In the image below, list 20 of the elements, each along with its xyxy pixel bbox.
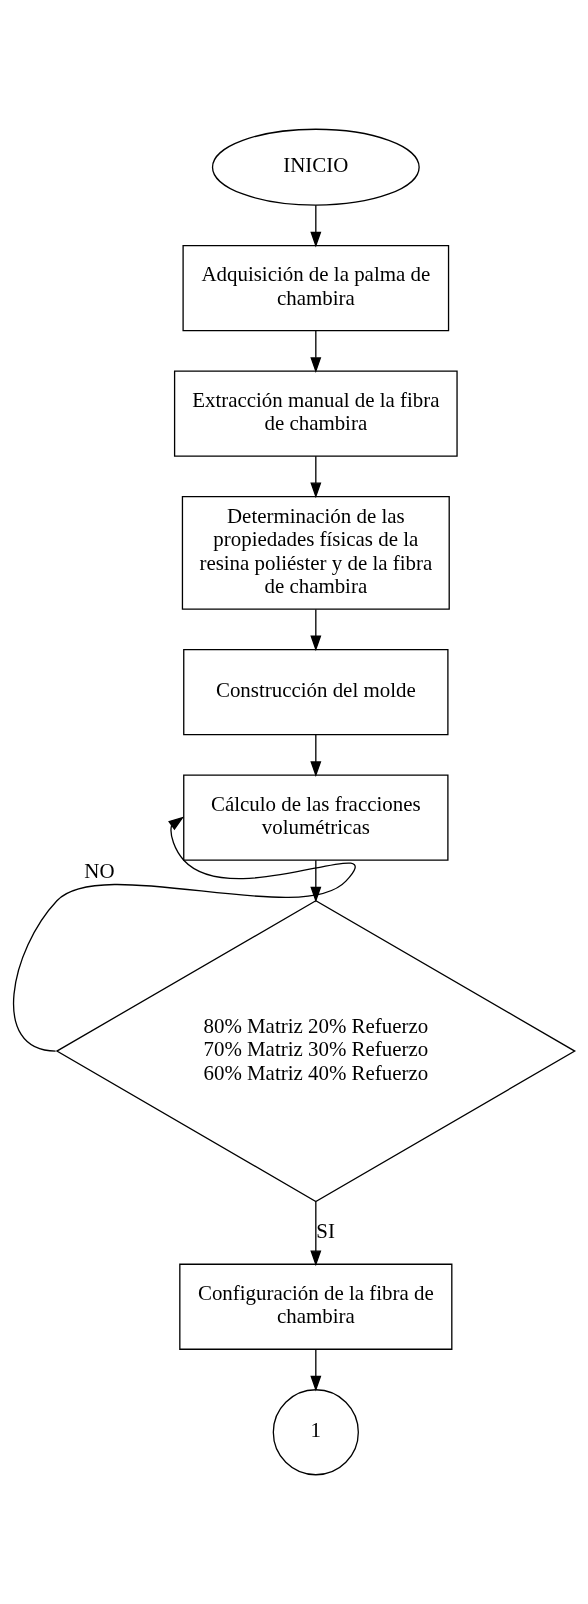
arrow [310, 859, 322, 903]
arrow [310, 204, 322, 248]
edge-label: NO [84, 858, 115, 883]
node-ellipse: INICIO [211, 128, 420, 206]
node-box: Construcción del molde [183, 649, 449, 736]
node-diamond: 80% Matriz 20% Refuerzo 70% Matriz 30% Refuerzo 60% Matriz 40% Refuerzo [55, 899, 577, 1203]
node-box: Cálculo de las fracciones volumétricas [183, 774, 449, 861]
arrow [310, 734, 322, 777]
node-box: Determinación de las propiedades físicas de la resina poliéster y de la fibra de chambira [181, 496, 450, 610]
node-box: Extracción manual de la fibra de chambira [173, 370, 458, 457]
node-circle: 1 [272, 1389, 359, 1476]
arrow [310, 1201, 322, 1267]
edge-label: SI [316, 1218, 335, 1243]
arrow [310, 1348, 322, 1392]
node-box: Configuración de la fibra de chambira [179, 1263, 453, 1350]
arrow [310, 608, 322, 652]
arrow [310, 455, 322, 499]
arrow [310, 330, 322, 373]
arrow [13, 816, 356, 1052]
node-box: Adquisición de la palma de chambira [182, 244, 450, 332]
